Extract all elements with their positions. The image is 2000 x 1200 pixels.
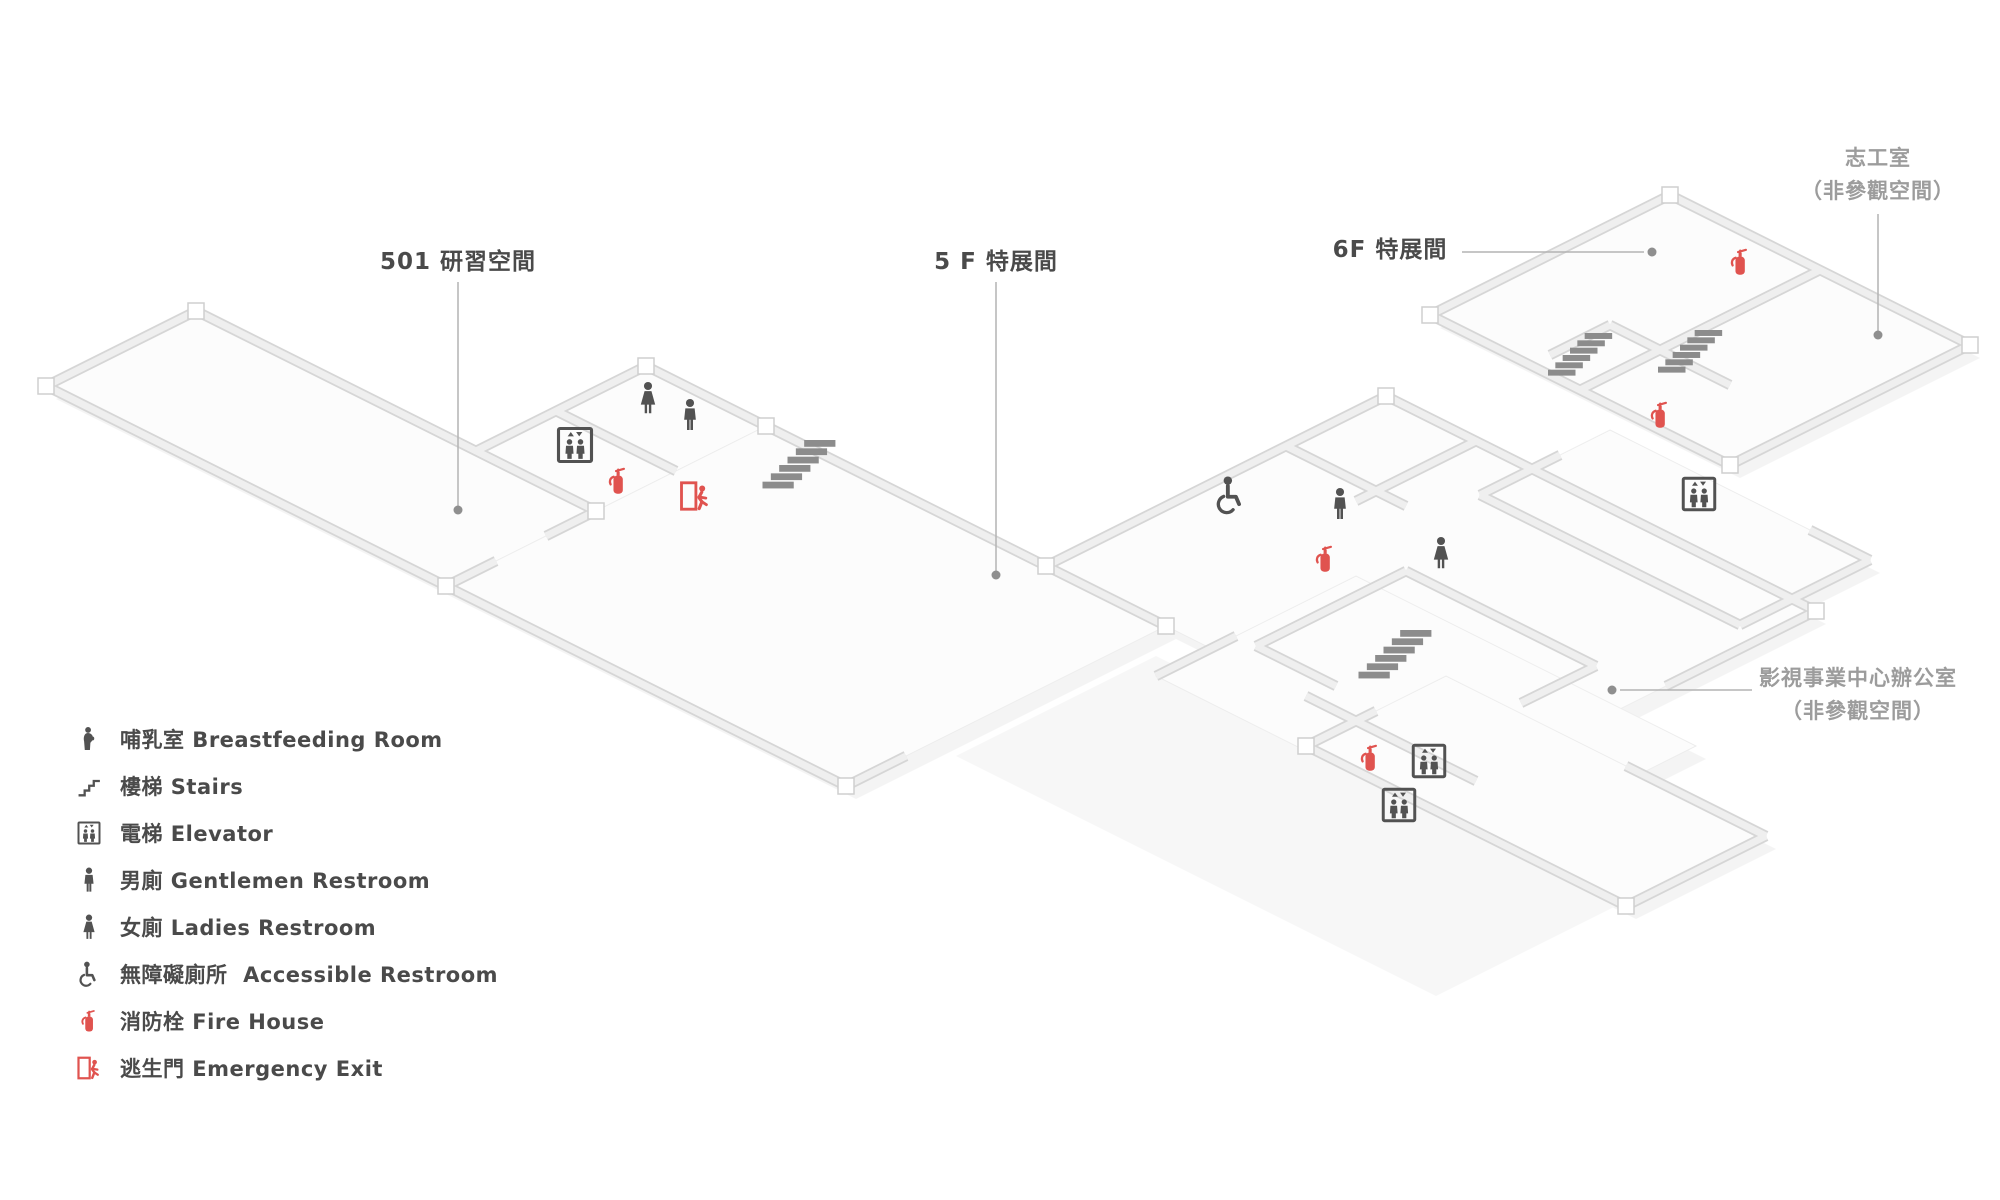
label-hall-5f: 5 F 特展間 bbox=[934, 249, 1058, 275]
legend-item: 消防栓 Fire House bbox=[74, 1004, 498, 1037]
legend-item: 無障礙廁所 Accessible Restroom bbox=[74, 957, 498, 990]
legend-item: 女廁 Ladies Restroom bbox=[74, 910, 498, 943]
wall-pillars bbox=[37, 186, 1979, 915]
stairs-icon bbox=[74, 771, 104, 801]
leader-room-501 bbox=[453, 282, 463, 515]
elevator-icon bbox=[74, 818, 104, 848]
emergency-exit-icon bbox=[74, 1053, 104, 1083]
label-office-line2: （非參觀空間） bbox=[1781, 698, 1935, 723]
legend-item-label: 哺乳室 Breastfeeding Room bbox=[120, 727, 443, 752]
legend-item: 男廁 Gentlemen Restroom bbox=[74, 863, 498, 896]
legend-item-label: 逃生門 Emergency Exit bbox=[120, 1056, 383, 1081]
label-office-line1: 影視事業中心辦公室 bbox=[1759, 666, 1957, 690]
legend-item: 哺乳室 Breastfeeding Room bbox=[74, 722, 498, 755]
label-office: 影視事業中心辦公室 （非參觀空間） bbox=[1716, 662, 2000, 727]
legend-item-label: 女廁 Ladies Restroom bbox=[120, 915, 377, 940]
apron-floor bbox=[956, 656, 1636, 996]
gentlemen-icon bbox=[74, 865, 104, 895]
label-volunteer-room-line1: 志工室 bbox=[1845, 146, 1911, 170]
legend-item: 逃生門 Emergency Exit bbox=[74, 1051, 498, 1084]
leader-volunteer-room bbox=[1873, 214, 1883, 340]
label-volunteer-room-line2: （非參觀空間） bbox=[1801, 178, 1955, 203]
legend-item: 電梯 Elevator bbox=[74, 816, 498, 849]
legend-item-label: 男廁 Gentlemen Restroom bbox=[120, 868, 431, 893]
label-hall-6f: 6F 特展間 bbox=[1332, 237, 1448, 263]
legend-item: 樓梯 Stairs bbox=[74, 769, 498, 802]
leader-hall-5f bbox=[991, 282, 1001, 580]
legend-item-label: 樓梯 Stairs bbox=[120, 774, 244, 799]
legend-item-label: 電梯 Elevator bbox=[120, 821, 274, 846]
walls bbox=[43, 190, 1973, 911]
fire-extinguisher-icon bbox=[74, 1006, 104, 1036]
label-volunteer-room: 志工室 （非參觀空間） bbox=[1742, 142, 2000, 207]
label-room-501: 501 研習空間 bbox=[379, 249, 537, 275]
legend-item-label: 無障礙廁所 Accessible Restroom bbox=[120, 962, 499, 987]
accessible-icon bbox=[74, 959, 104, 989]
leader-hall-6f bbox=[1462, 247, 1657, 257]
leader-office bbox=[1607, 685, 1752, 695]
breastfeeding-icon bbox=[74, 724, 104, 754]
ladies-icon bbox=[74, 912, 104, 942]
legend-item-label: 消防栓 Fire House bbox=[120, 1009, 325, 1034]
legend: 哺乳室 Breastfeeding Room 樓梯 Stairs 電梯 Elev… bbox=[74, 722, 498, 1098]
